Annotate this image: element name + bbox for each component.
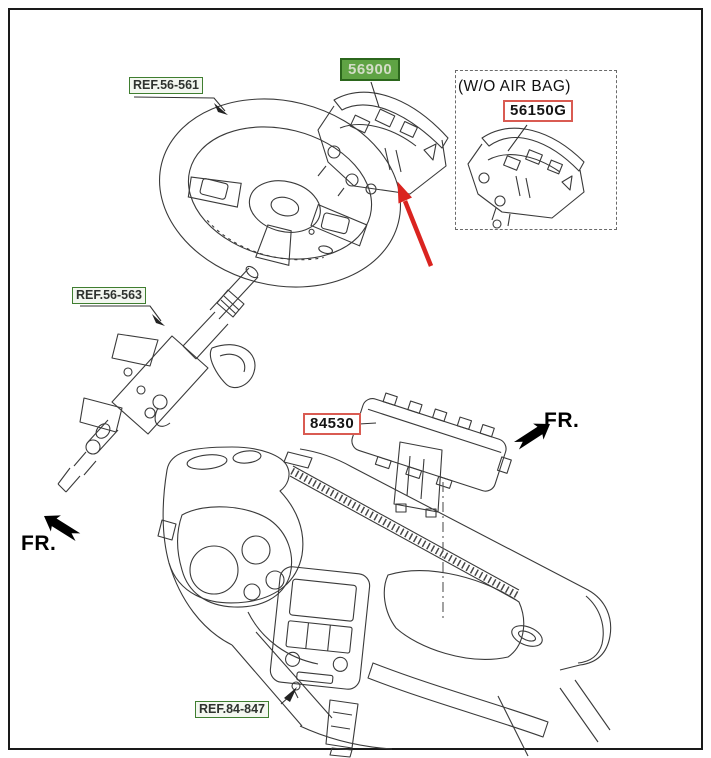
steering-wheel-drawing (158, 98, 402, 288)
wo-airbag-note: (W/O AIR BAG) (458, 78, 571, 95)
driver-airbag-drawing (317, 91, 449, 197)
passenger-airbag-drawing (351, 392, 512, 518)
leader-lines (80, 81, 528, 705)
dashboard-drawing (157, 446, 612, 758)
ref-label-56-561[interactable]: REF.56-561 (129, 77, 204, 94)
part-label-84530[interactable]: 84530 (303, 413, 362, 435)
wo-airbag-drawing (467, 127, 585, 229)
ref-label-84-847[interactable]: REF.84-847 (195, 701, 270, 718)
fr-direction-label-right: FR. (544, 409, 580, 432)
fr-arrow-left-icon (44, 515, 81, 542)
fr-arrow-right-icon (514, 423, 550, 450)
red-pointer-arrow (397, 181, 434, 267)
wo-airbag-option-box (455, 70, 617, 230)
ref-label-56-563[interactable]: REF.56-563 (72, 287, 147, 304)
part-label-56900[interactable]: 56900 (340, 58, 401, 81)
part-label-56150g[interactable]: 56150G (503, 100, 574, 122)
steering-column-drawing (57, 265, 259, 493)
fr-direction-label-left: FR. (21, 532, 57, 555)
